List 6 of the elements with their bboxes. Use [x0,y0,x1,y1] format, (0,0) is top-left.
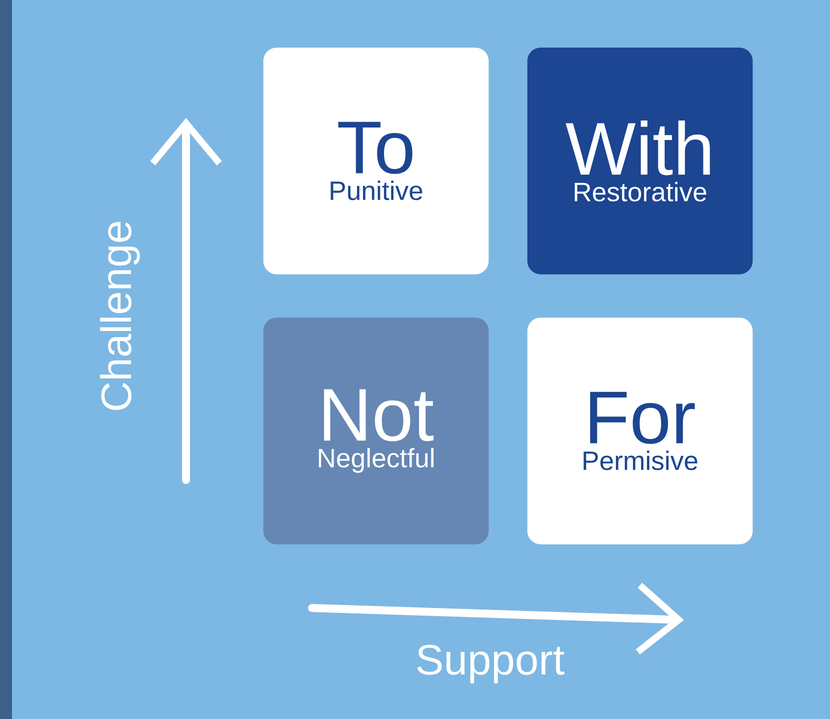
axis-label: Challenge [100,222,140,410]
axis-label: Support [417,644,564,684]
quadrant-box: With Restorative [527,48,753,274]
quadrant-box: To Punitive [263,48,489,274]
quadrant-box: For Permisive [527,318,753,544]
quadrant-box: Not Neglectful [263,318,489,544]
